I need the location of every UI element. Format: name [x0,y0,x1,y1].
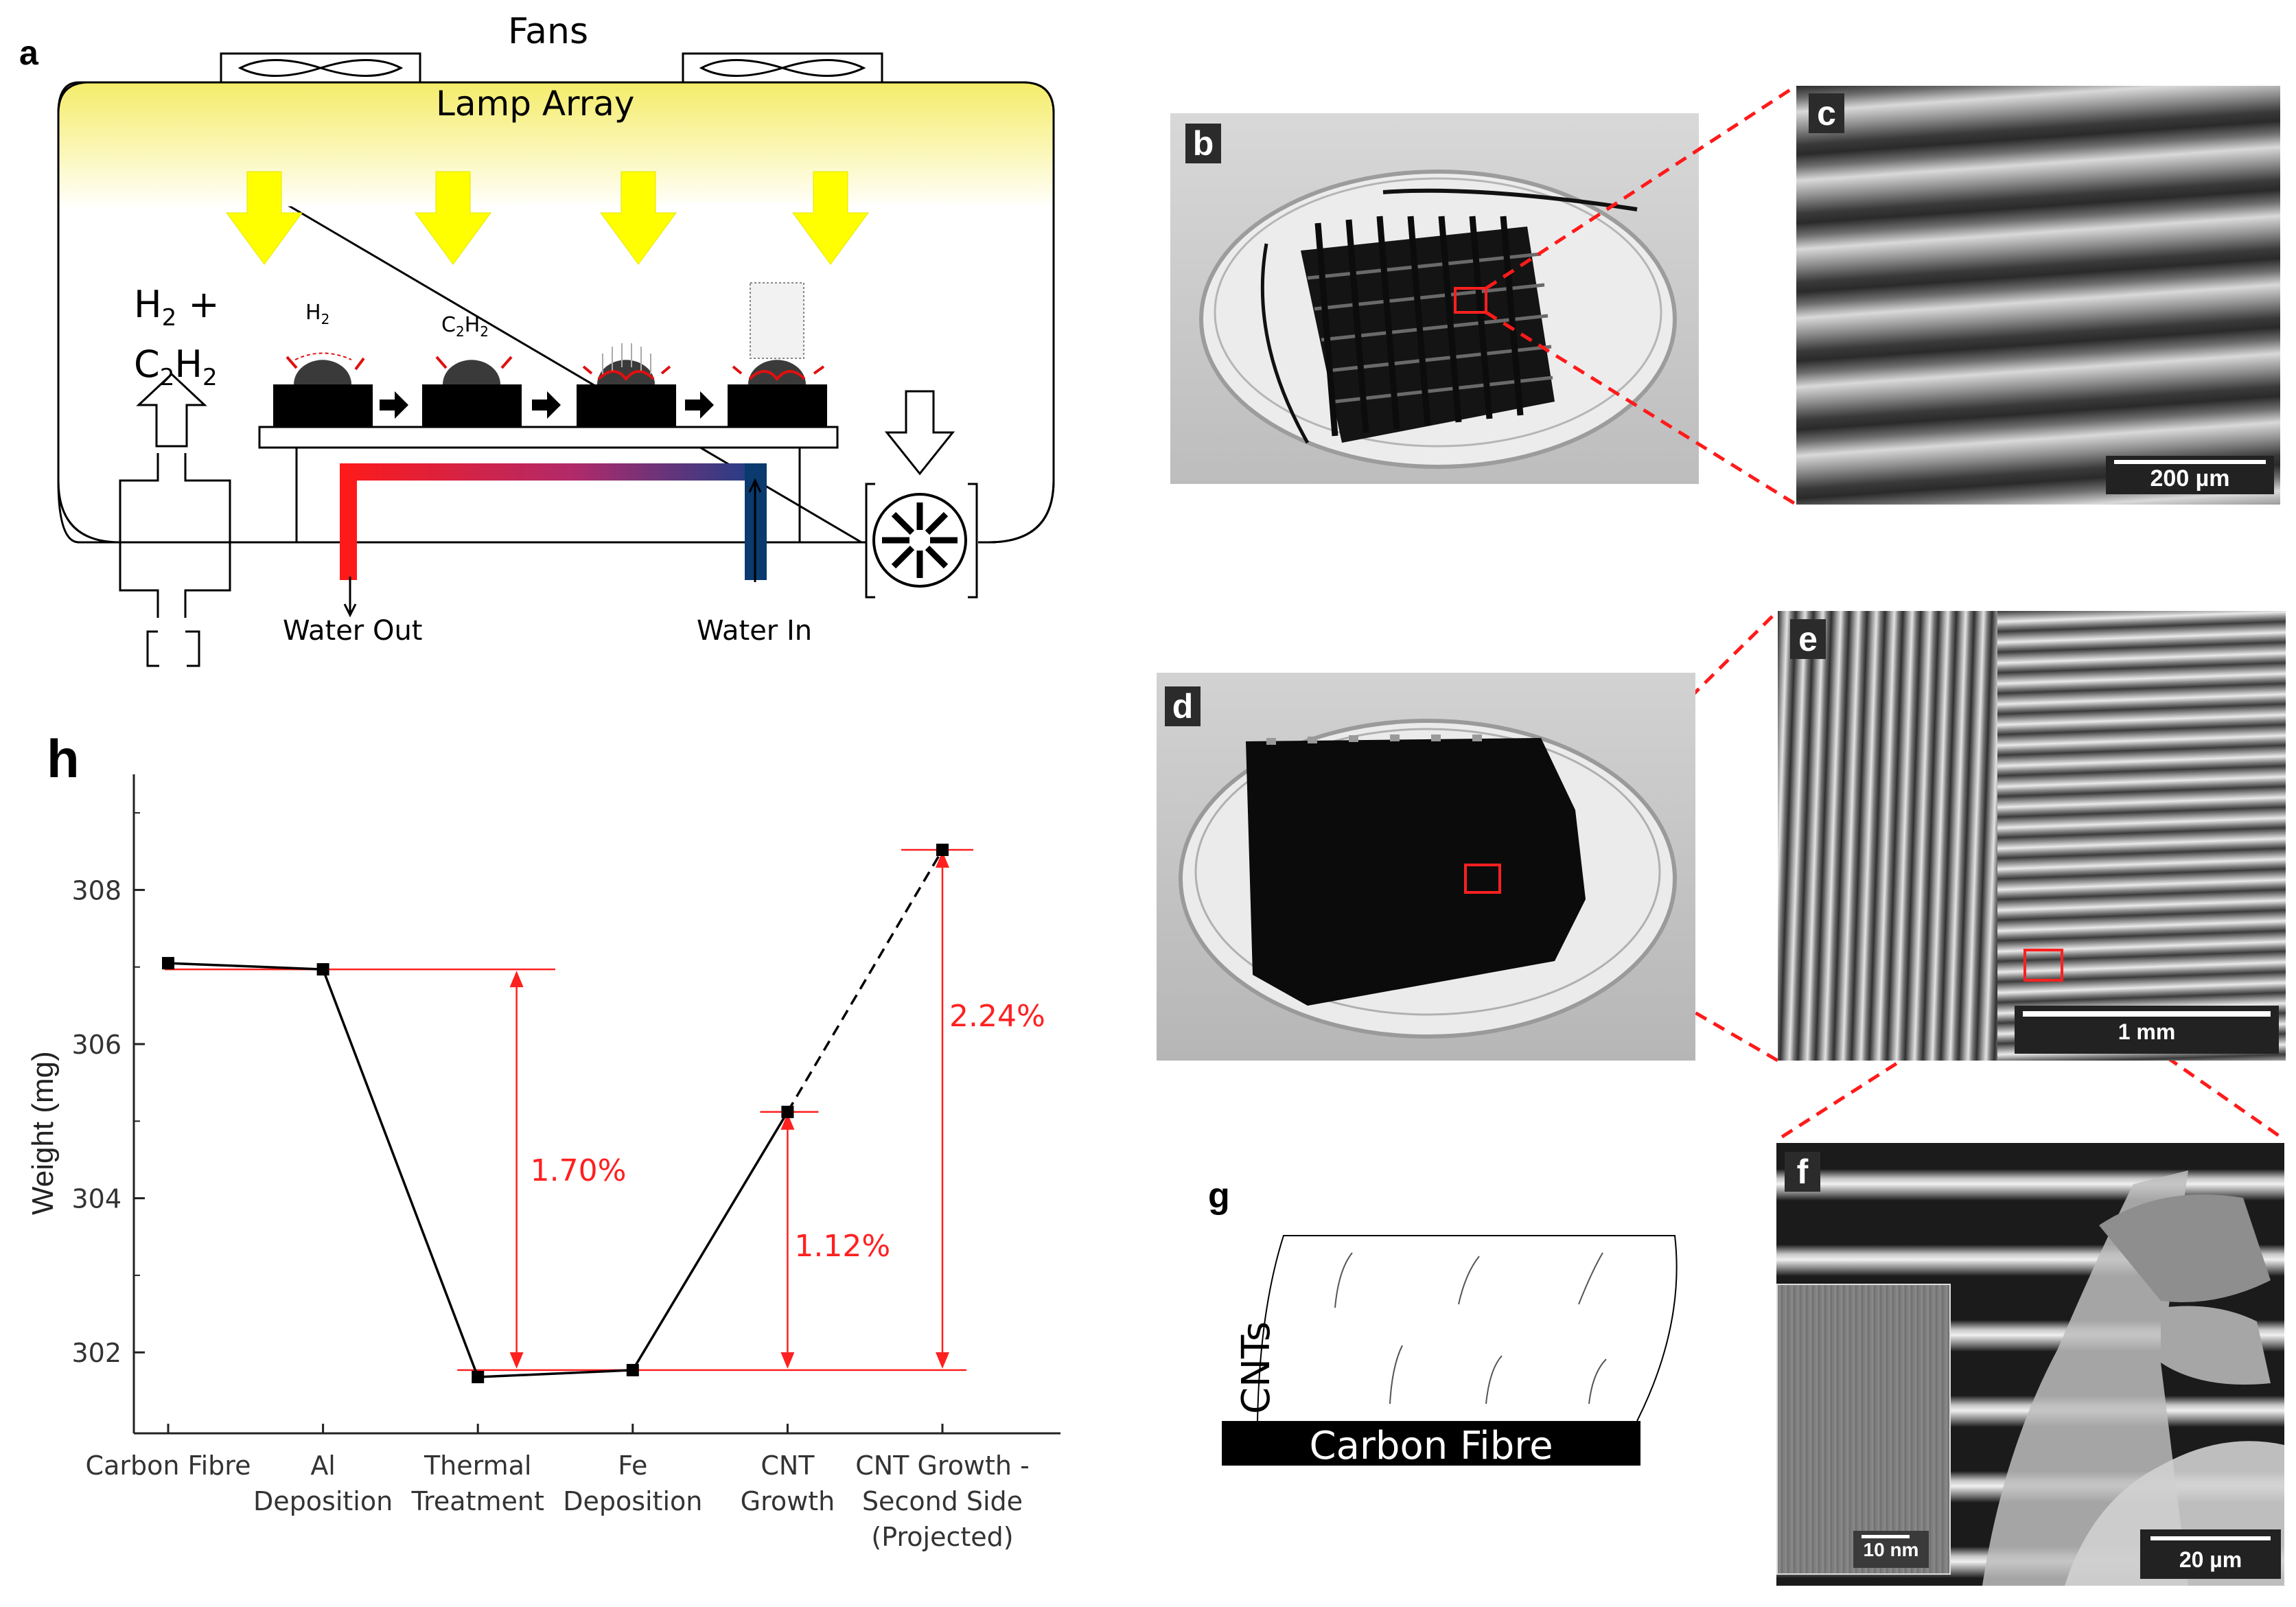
chart-axes [132,774,1060,1435]
cnts-label: CNTs [1234,1321,1279,1414]
sem-e-woven [1778,611,2286,1061]
fans-label: Fans [508,11,589,52]
scale-label-e: 1 mm [2118,1019,2176,1044]
scale-bar-c: 200 µm [2106,456,2274,494]
gas-c2h2-h: H [174,342,202,386]
x-tick-label: CNT [761,1450,815,1481]
data-point [781,1105,794,1118]
scale-label-c: 200 µm [2150,465,2230,492]
series-segment [478,1369,633,1378]
annotation-arrowhead-up [509,971,524,988]
panel-label-h: h [47,728,80,789]
gas-mixture-label: H2 + C2H2 [134,281,220,401]
panel-label-c: c [1809,93,1844,133]
annotation-label: 1.12% [794,1229,890,1264]
photo-d-cnt-coated [1157,673,1695,1061]
reactor-schematic [57,52,1055,667]
x-tick-label: (Projected) [871,1522,1013,1552]
x-tick-label: Carbon Fibre [86,1450,251,1481]
series-segment-projected [786,849,944,1113]
x-tick-label: Thermal [424,1450,532,1481]
panel-label-b: b [1185,124,1221,163]
photo-b-woven-fibre [1170,113,1699,484]
carbon-fibre-label: Carbon Fibre [1309,1424,1553,1468]
annotation-label: 2.24% [949,999,1045,1034]
step1-gas-label: H2 [305,301,329,327]
gas-c2h2-sub2: 2 [202,363,218,391]
step-arrows [380,391,714,419]
step2-gas-label: C2H2 [441,313,489,340]
cnt-on-fibre-schematic [1222,1235,1678,1466]
gas-inlet-arrow-icon [136,372,207,448]
annotation-arrowhead-down [509,1352,524,1369]
zoom-box-b [1454,287,1487,314]
series-segment [631,1111,789,1371]
panel-label-f: f [1785,1152,1820,1192]
water-out-label: Water Out [283,615,423,647]
chart-reference-lines [165,848,973,1372]
sem-c-fibres [1796,86,2280,505]
x-tick-label: Second Side [862,1486,1023,1516]
panel-label-d: d [1165,686,1201,726]
step2-sub1: 2 [455,323,465,340]
annotation-arrowhead-down [780,1352,795,1369]
annotation-arrowhead-up [780,1113,795,1130]
scale-bar-f-inset: 10 nm [1853,1531,1929,1568]
vacuum-pump-icon [865,483,978,599]
chart-annotations: 1.70% 1.12% 2.24% [509,851,1045,1369]
x-tick-label: Al [310,1450,336,1481]
annotation-arrowhead-up [936,851,949,868]
data-point [162,957,174,970]
lamp-array-label: Lamp Array [436,84,635,124]
step2-h: H [464,313,480,337]
gas-c2h2-sub1: 2 [159,363,175,391]
x-tick-label: Deposition [253,1486,393,1516]
gas-c2h2-c: C [134,342,160,386]
scale-bar-f: 20 µm [2140,1529,2281,1579]
step1-h: H [305,301,321,325]
y-tick-label: 304 [71,1184,121,1214]
sem-f-cnt-forest [1776,1143,2284,1586]
data-point [626,1363,639,1376]
step2-sub2: 2 [480,323,489,340]
x-tick-label: CNT Growth - [855,1450,1030,1481]
panel-label-e: e [1790,619,1826,659]
x-tick-label: Growth [741,1486,835,1516]
scale-bar-e: 1 mm [2015,1006,2279,1054]
series-segment [321,969,479,1378]
gas-h2-sub: 2 [161,303,177,332]
exhaust-arrow-icon [884,390,955,476]
lamp-arrows [226,171,869,265]
water-pipe [340,463,765,580]
data-point [472,1371,485,1384]
water-in-label: Water In [697,615,813,647]
gas-plus: + [176,283,220,326]
fan-left-icon [220,52,421,84]
data-point [936,844,949,857]
panel-label-g: g [1208,1176,1230,1216]
x-tick-label: Treatment [411,1486,544,1516]
growth-stage-samples [273,282,827,427]
series-segment [167,962,323,971]
scale-label-f: 20 µm [2179,1547,2242,1572]
carbon-fibre-bar [1222,1421,1640,1466]
tem-inset-f [1776,1284,1951,1575]
chart-series [162,844,949,1384]
x-tick-label: Deposition [563,1486,702,1516]
y-tick-label: 306 [71,1030,121,1060]
y-tick-label: 302 [71,1338,121,1368]
annotation-arrowhead-down [936,1352,949,1369]
step1-sub: 2 [321,311,330,327]
panel-label-a: a [19,34,38,72]
x-tick-label: Fe [618,1450,647,1481]
scale-label-f-inset: 10 nm [1863,1539,1919,1560]
data-point [316,963,329,976]
zoom-box-d [1464,864,1501,894]
y-tick-label: 308 [71,875,121,905]
annotation-label: 1.70% [531,1153,627,1188]
gas-h2-h: H [134,283,162,326]
step2-c: C [441,313,456,337]
